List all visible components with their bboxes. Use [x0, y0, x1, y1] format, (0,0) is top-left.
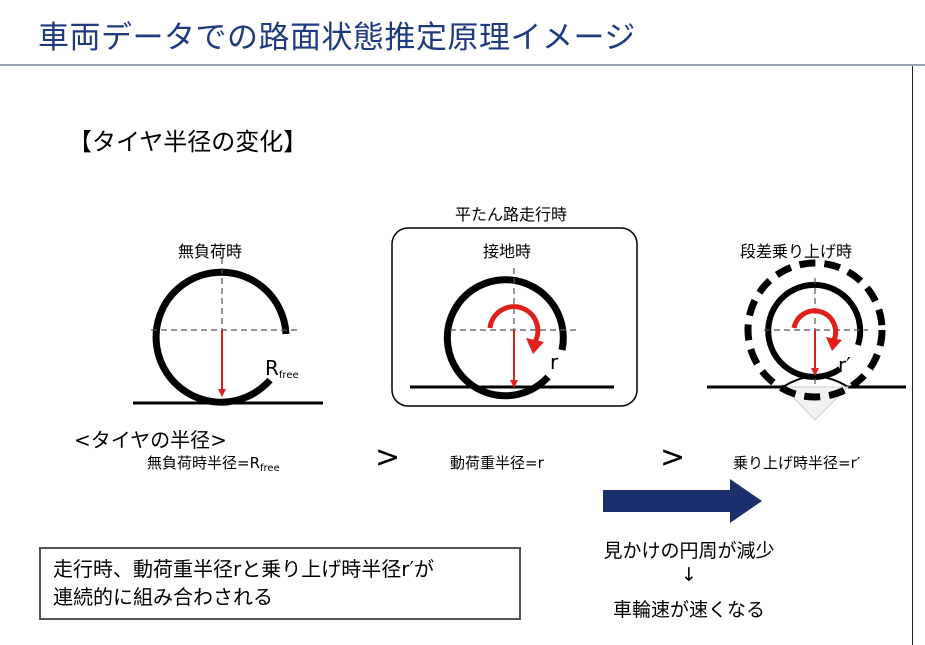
effect-line-2: 車輪速が速くなる	[612, 599, 765, 621]
rotation-arrowhead	[526, 338, 544, 354]
dynamic-radius-text: 動荷重半径=r	[450, 454, 544, 472]
page-title: 車両データでの路面状態推定原理イメージ	[38, 20, 636, 56]
unloaded-radius-subscript: free	[260, 463, 280, 474]
flat-road-box	[391, 227, 638, 407]
radius-symbol: R	[265, 356, 279, 380]
greater-than-1: >	[375, 440, 401, 475]
note-line-2: 連続的に組み合わされる	[53, 585, 273, 609]
unloaded-label: 無負荷時	[178, 242, 243, 261]
tire-outer-dashed	[744, 259, 886, 401]
grounded-tire-figure	[391, 227, 638, 407]
section-heading: 【タイヤ半径の変化】	[68, 128, 308, 156]
tire-ring	[765, 281, 864, 380]
direction-arrow	[603, 479, 762, 523]
radius-symbol-free: Rfree	[265, 356, 299, 381]
note-line-1: 走行時、動荷重半径rと乗り上げ時半径r′が	[53, 557, 434, 581]
radius-comparison-heading: <タイヤの半径>	[74, 428, 227, 452]
title-divider	[0, 64, 925, 66]
grounded-label: 接地時	[483, 242, 532, 261]
step-tire-figure	[707, 259, 906, 421]
flat-road-label: 平たん路走行時	[455, 205, 568, 224]
rotation-arrowhead	[826, 337, 842, 351]
step-radius-text: 乗り上げ時半径=r′	[733, 454, 861, 472]
step-label: 段差乗り上げ時	[740, 242, 853, 261]
radius-symbol-r: r	[550, 350, 559, 374]
radius-subscript: free	[278, 370, 299, 381]
unloaded-tire-figure	[133, 258, 323, 406]
tire-ring	[443, 276, 567, 400]
radius-symbol-r-prime: r′	[838, 353, 851, 377]
unloaded-radius-text: 無負荷時半径=Rfree	[147, 452, 280, 474]
effect-line-1: 見かけの円周が減少	[603, 540, 775, 562]
greater-than-2: >	[660, 440, 686, 475]
tire-ring	[152, 268, 290, 406]
unloaded-radius-prefix: 無負荷時半径=R	[147, 454, 260, 472]
rotation-arc	[791, 308, 839, 341]
effect-arrow: ↓	[681, 564, 697, 586]
note-box: 走行時、動荷重半径rと乗り上げ時半径r′が 連続的に組み合わされる	[39, 547, 521, 620]
right-border	[912, 66, 913, 645]
rotation-arc	[487, 304, 541, 344]
